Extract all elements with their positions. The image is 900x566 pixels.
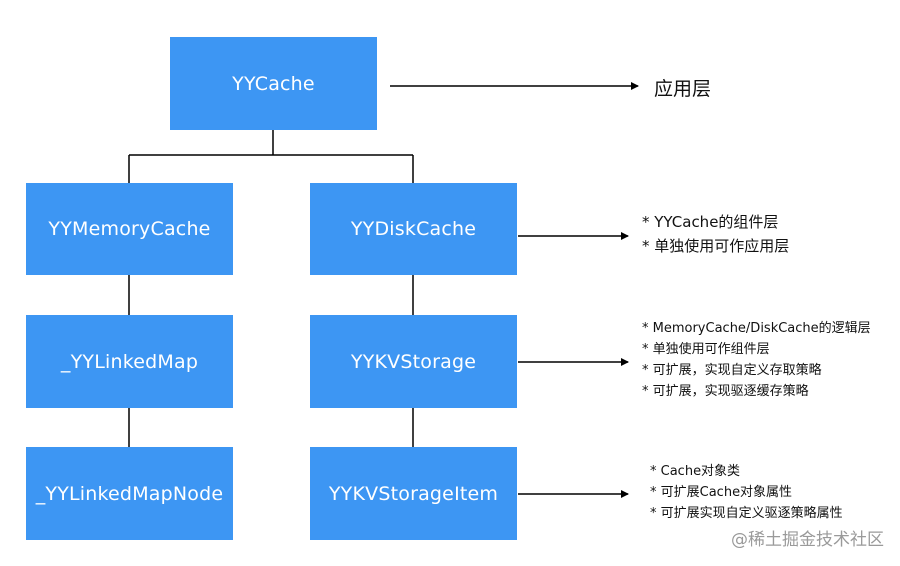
yylinkedmap-box: _YYLinkedMap <box>26 315 233 408</box>
storage-layer-notes: * MemoryCache/DiskCache的逻辑层 * 单独使用可作组件层 … <box>642 322 871 398</box>
yycache-label: YYCache <box>232 72 315 95</box>
storage-note-2: * 单独使用可作组件层 <box>642 342 770 357</box>
component-note-1: * YYCache的组件层 <box>642 213 779 231</box>
item-note-2: * 可扩展Cache对象属性 <box>650 485 793 500</box>
component-note-2: * 单独使用可作应用层 <box>642 237 790 255</box>
yydiskcache-label: YYDiskCache <box>350 218 477 240</box>
storage-note-3: * 可扩展，实现自定义存取策略 <box>642 363 822 378</box>
yycache-box: YYCache <box>170 37 377 130</box>
yydiskcache-box: YYDiskCache <box>310 183 517 275</box>
storage-note-4: * 可扩展，实现驱逐缓存策略 <box>642 384 809 399</box>
watermark: @稀土掘金技术社区 <box>731 530 884 550</box>
yykvstorageitem-label: YYKVStorageItem <box>328 482 499 505</box>
app-layer-label: 应用层 <box>654 78 712 100</box>
storage-note-1: * MemoryCache/DiskCache的逻辑层 <box>642 321 871 336</box>
yylinkedmap-label: _YYLinkedMap <box>60 350 199 373</box>
item-note-1: * Cache对象类 <box>650 464 741 479</box>
yymemorycache-box: YYMemoryCache <box>26 183 233 275</box>
yykvstorageitem-box: YYKVStorageItem <box>310 447 517 540</box>
item-note-3: * 可扩展实现自定义驱逐策略属性 <box>650 506 843 521</box>
yykvstorage-label: YYKVStorage <box>350 350 477 373</box>
component-layer-notes: * YYCache的组件层 * 单独使用可作应用层 <box>642 215 789 254</box>
item-layer-notes: * Cache对象类 * 可扩展Cache对象属性 * 可扩展实现自定义驱逐策略… <box>650 465 843 520</box>
yykvstorage-box: YYKVStorage <box>310 315 517 408</box>
yylinkedmapnode-box: _YYLinkedMapNode <box>26 447 233 540</box>
yymemorycache-label: YYMemoryCache <box>48 218 211 240</box>
yylinkedmapnode-label: _YYLinkedMapNode <box>35 482 224 505</box>
